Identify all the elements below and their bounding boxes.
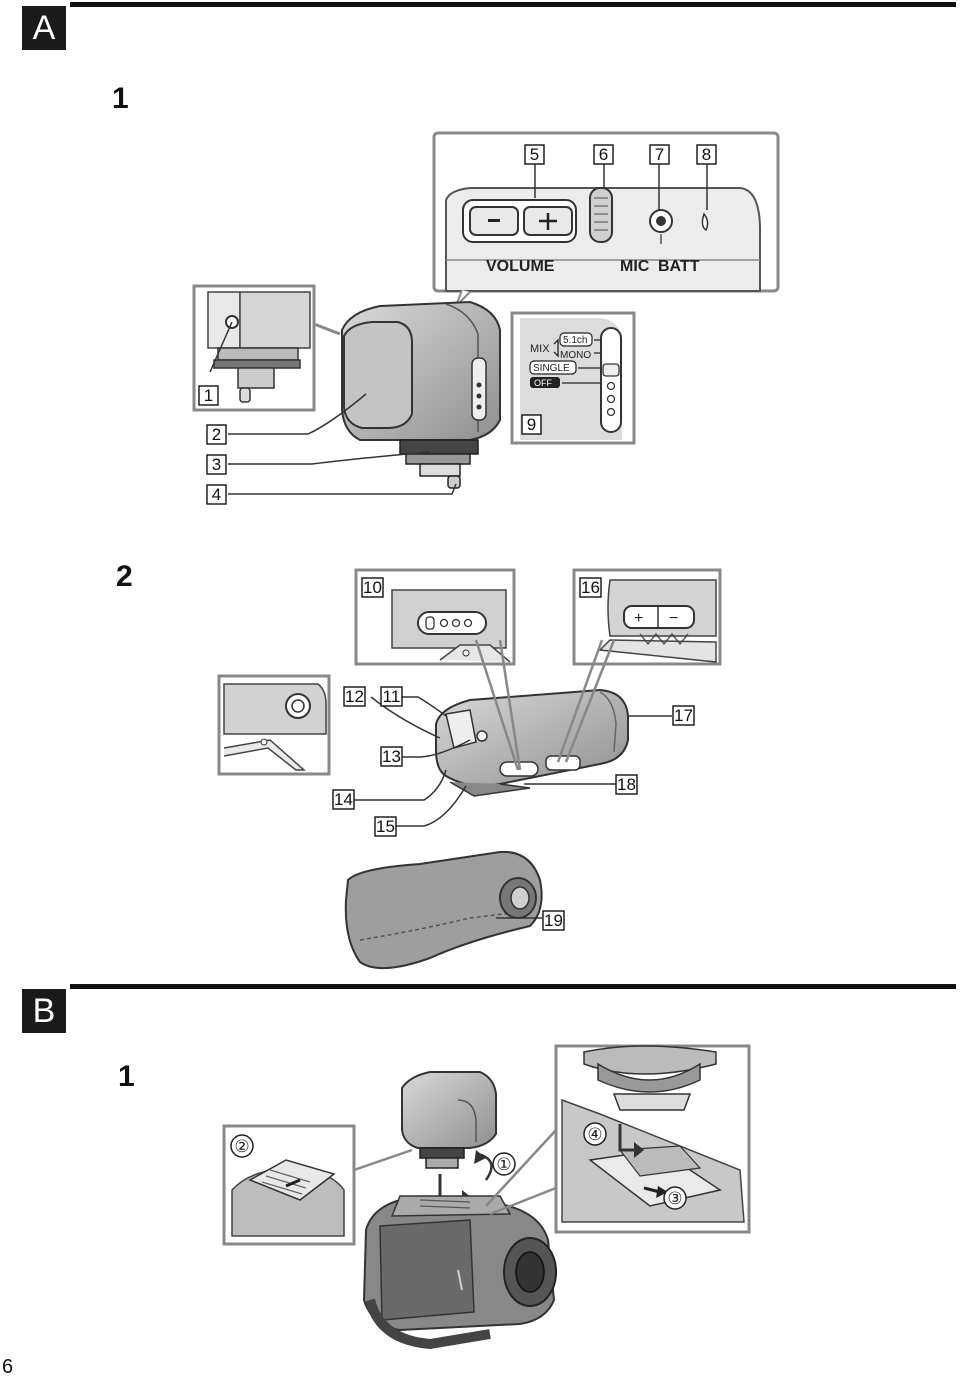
microphone-mounting: ① <box>401 1071 516 1206</box>
svg-text:①: ① <box>496 1155 511 1174</box>
step-a1: 1 <box>112 82 129 115</box>
callout-1: 1 <box>204 386 213 405</box>
svg-text:②: ② <box>234 1137 249 1156</box>
section-b-tab: B <box>22 989 66 1033</box>
callout-9: 9 <box>527 415 536 434</box>
tripod-socket-inset <box>217 674 331 776</box>
svg-text:11: 11 <box>383 687 401 706</box>
section-a-rule <box>70 2 956 7</box>
microphone-side-view <box>435 688 629 797</box>
windscreen: 19 <box>344 850 565 970</box>
control-panel-inset: VOLUME MIC BATT <box>432 131 780 307</box>
shoe-slide-inset: ④ ③ <box>485 1044 751 1234</box>
step-b1: 1 <box>118 1060 135 1093</box>
svg-text:−: − <box>669 610 678 627</box>
label-volume: VOLUME <box>486 258 555 275</box>
svg-text:+: + <box>634 610 643 627</box>
step-a2: 2 <box>116 560 133 593</box>
microphone-unit <box>341 300 501 489</box>
svg-text:4: 4 <box>212 485 221 504</box>
batt-lamp-icon <box>701 212 709 232</box>
svg-text:13: 13 <box>382 747 401 766</box>
section-a-tab: A <box>22 6 66 50</box>
svg-text:19: 19 <box>544 911 563 930</box>
svg-text:18: 18 <box>617 775 636 794</box>
shoe-inset: ② <box>222 1124 413 1246</box>
callouts-5-8: 5 6 7 8 <box>524 144 717 165</box>
battery-contacts-inset: 10 <box>354 568 516 666</box>
svg-text:MIX: MIX <box>530 343 550 355</box>
mode-switch-inset: MIX 5.1ch MONO SINGLE OFF 9 <box>510 311 636 445</box>
svg-text:14: 14 <box>334 790 353 809</box>
camcorder <box>362 1195 557 1350</box>
ms-dial <box>589 187 613 243</box>
callouts-11-18: 12 11 13 14 15 17 18 <box>332 686 695 837</box>
section-b-rule <box>70 984 956 989</box>
svg-text:5: 5 <box>530 145 539 164</box>
svg-text:17: 17 <box>674 706 693 725</box>
svg-text:SINGLE: SINGLE <box>533 363 570 374</box>
svg-text:16: 16 <box>581 578 600 597</box>
svg-text:15: 15 <box>376 817 395 836</box>
svg-text:5.1ch: 5.1ch <box>563 335 587 346</box>
callouts-2-4: 2 3 4 <box>206 424 227 505</box>
svg-text:OFF: OFF <box>534 378 552 388</box>
page-number: 6 <box>2 1356 14 1378</box>
label-batt: BATT <box>658 258 700 275</box>
svg-text:④: ④ <box>587 1125 602 1144</box>
svg-text:6: 6 <box>599 145 608 164</box>
volume-buttons-inset: + − 16 <box>572 568 722 666</box>
svg-text:8: 8 <box>702 145 711 164</box>
label-mic: MIC <box>620 258 650 275</box>
svg-text:7: 7 <box>655 145 664 164</box>
svg-text:③: ③ <box>667 1189 682 1208</box>
svg-text:3: 3 <box>212 455 221 474</box>
svg-text:2: 2 <box>212 425 221 444</box>
svg-text:12: 12 <box>345 687 364 706</box>
svg-text:10: 10 <box>363 578 382 597</box>
svg-text:MONO: MONO <box>560 350 591 361</box>
